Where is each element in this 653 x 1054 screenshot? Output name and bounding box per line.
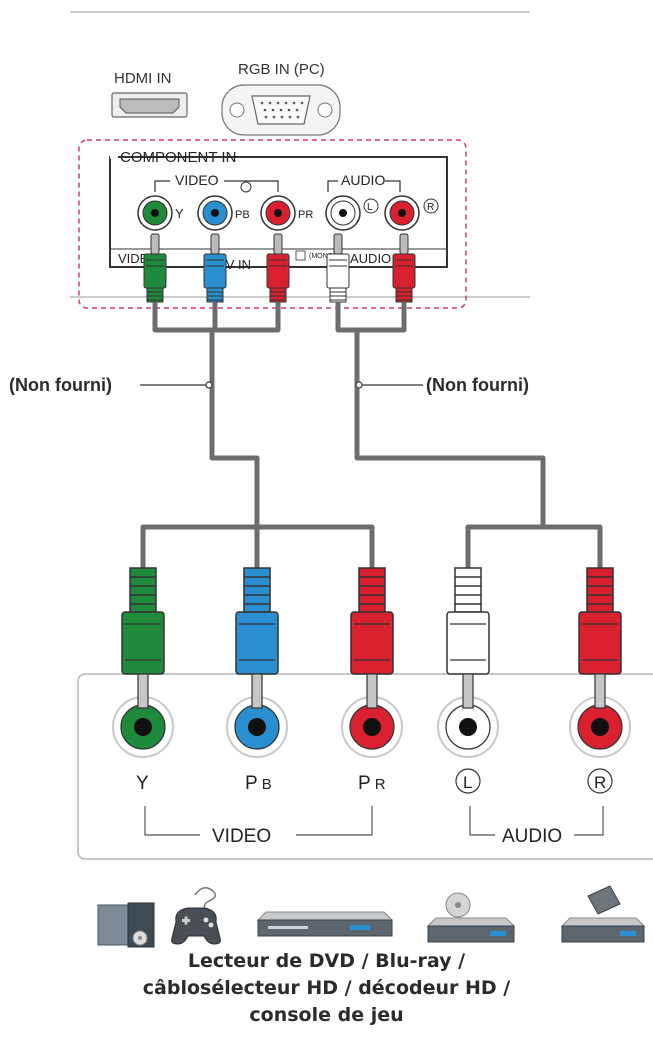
tv-jack-pb bbox=[197, 195, 233, 231]
device-jack-r bbox=[569, 696, 631, 758]
tv-jack-pr-label: PR bbox=[298, 209, 313, 221]
device-label-r: R bbox=[594, 773, 606, 792]
pc-tower-icon bbox=[97, 902, 155, 948]
component-highlight bbox=[78, 139, 467, 309]
tv-jack-r bbox=[384, 195, 420, 231]
caption-line-3: console de jeu bbox=[249, 1004, 404, 1026]
device-caption: Lecteur de DVD / Blu-ray / câblosélecteu… bbox=[0, 948, 653, 1029]
tv-jack-pr bbox=[260, 195, 296, 231]
game-controller-icon bbox=[171, 887, 221, 945]
device-label-y: Y bbox=[136, 773, 149, 794]
device-panel bbox=[77, 673, 653, 860]
tv-plug-white bbox=[326, 233, 350, 303]
video-bracket-label: VIDEO bbox=[175, 172, 219, 188]
bluray-player-icon bbox=[426, 892, 516, 943]
tv-jack-y bbox=[137, 195, 173, 231]
cable-callout-left bbox=[140, 381, 213, 389]
device-plug-blue bbox=[235, 567, 279, 709]
component-in-label: COMPONENT IN bbox=[120, 149, 236, 166]
audio-bracket-label: AUDIO bbox=[341, 172, 385, 188]
tv-plug-red-audio bbox=[392, 233, 416, 303]
hdmi-label: HDMI IN bbox=[114, 70, 172, 87]
video-group-label: VIDEO bbox=[212, 826, 271, 847]
rgb-port bbox=[221, 84, 341, 136]
cable-label-right: (Non fourni) bbox=[426, 375, 529, 395]
caption-line-2: câblosélecteur HD / décodeur HD / bbox=[142, 977, 511, 999]
device-plug-red-video bbox=[350, 567, 394, 709]
tv-plug-green bbox=[143, 233, 167, 303]
tv-plug-blue bbox=[203, 233, 227, 303]
tv-jack-l bbox=[325, 195, 361, 231]
audio-group-label: AUDIO bbox=[502, 826, 562, 847]
tv-lower-audio: AUDIO bbox=[350, 251, 391, 266]
device-plug-white bbox=[446, 567, 490, 709]
device-label-pr-sub: R bbox=[375, 776, 386, 793]
tv-jack-y-label: Y bbox=[175, 206, 184, 221]
dvd-player-icon bbox=[256, 911, 394, 937]
cable-label-left: (Non fourni) bbox=[9, 375, 112, 395]
set-top-box-icon bbox=[560, 885, 646, 943]
tv-plug-red-video bbox=[266, 233, 290, 303]
device-label-pb-main: P bbox=[245, 773, 258, 794]
audio-cable bbox=[335, 302, 603, 568]
tv-jack-pb-label: PB bbox=[235, 209, 250, 221]
device-plug-green bbox=[121, 567, 165, 709]
device-jack-pb bbox=[226, 696, 288, 758]
device-plug-red-audio bbox=[578, 567, 622, 709]
tv-mono-mark: (MONO) bbox=[309, 253, 335, 260]
cable-callout-right bbox=[355, 381, 423, 389]
device-jack-y bbox=[112, 696, 174, 758]
tv-jack-l-label: L bbox=[367, 202, 373, 213]
caption-line-1: Lecteur de DVD / Blu-ray / bbox=[187, 950, 466, 972]
video-cable bbox=[140, 302, 375, 568]
rgb-label: RGB IN (PC) bbox=[238, 61, 325, 78]
tv-jack-r-label: R bbox=[427, 202, 434, 213]
device-label-pb-sub: B bbox=[262, 776, 272, 793]
video-group-bracket bbox=[144, 806, 373, 836]
audio-group-bracket bbox=[469, 806, 604, 836]
component-panel: COMPONENT IN VIDEO AUDIO Y PB PR bbox=[109, 149, 448, 272]
device-label-pr-main: P bbox=[358, 773, 371, 794]
device-label-l: L bbox=[463, 773, 472, 792]
device-jack-l bbox=[437, 696, 499, 758]
device-jack-pr bbox=[341, 696, 403, 758]
hdmi-port bbox=[111, 92, 188, 118]
